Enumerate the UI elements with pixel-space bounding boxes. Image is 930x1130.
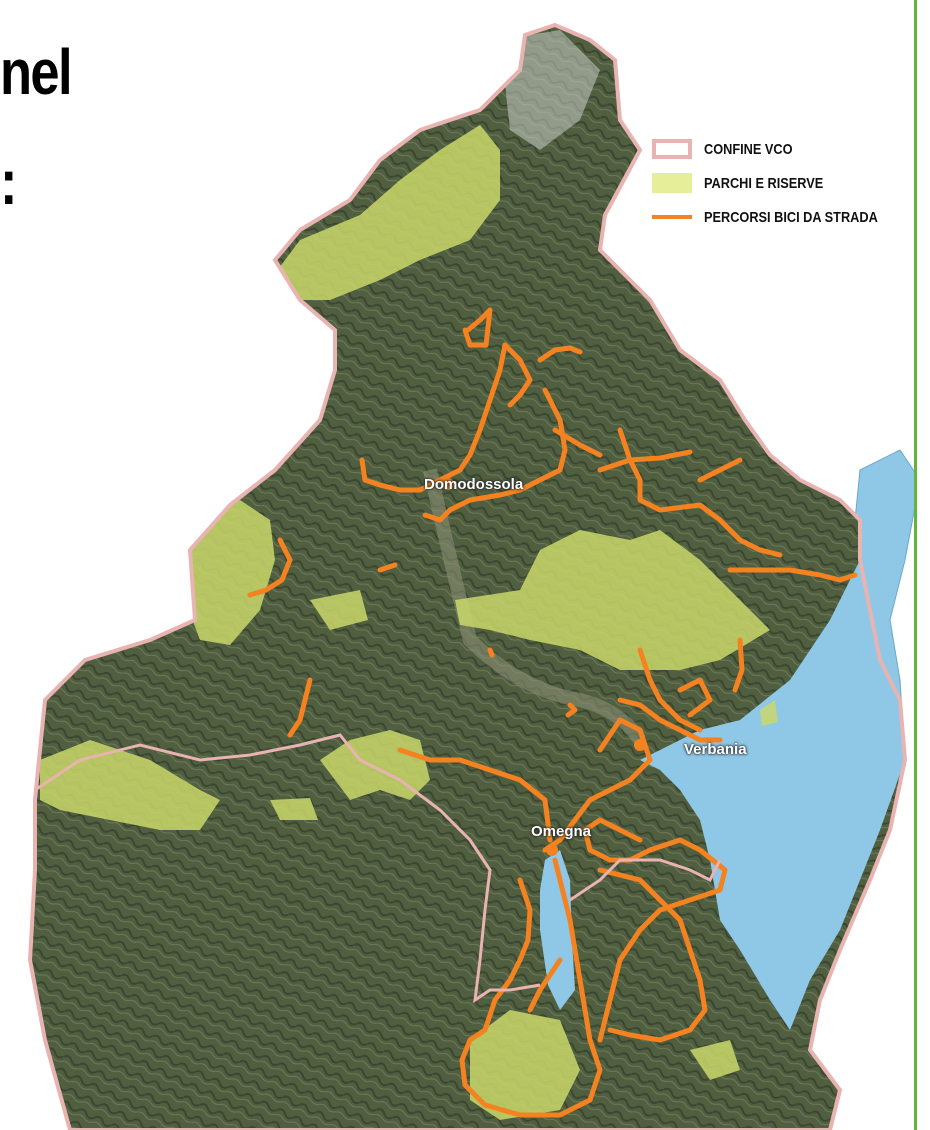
legend-label-routes: PERCORSI BICI DA STRADA [704,208,878,226]
route-line-icon [652,215,692,219]
park-swatch-icon [652,173,692,193]
legend-item-routes: PERCORSI BICI DA STRADA [652,200,908,234]
map-legend: CONFINE VCO PARCHI E RISERVE PERCORSI BI… [652,132,908,234]
city-label-domodossola: Domodossola [424,476,524,493]
city-label-omegna: Omegna [531,823,592,840]
heading-line-2: : [0,146,18,218]
parks-layer [40,125,778,1120]
legend-label-border: CONFINE VCO [704,140,793,158]
bike-routes-layer [247,307,858,1118]
vco-border [27,22,908,1130]
page-side-bar [914,0,930,1130]
internal-border [34,733,541,1004]
border-swatch-icon [652,139,692,159]
legend-item-border: CONFINE VCO [652,132,908,166]
legend-item-parks: PARCHI E RISERVE [652,166,908,200]
heading-line-1: nel [0,36,73,108]
legend-label-parks: PARCHI E RISERVE [704,174,824,192]
city-label-verbania: Verbania [684,741,747,758]
lake-orta [540,850,575,1010]
